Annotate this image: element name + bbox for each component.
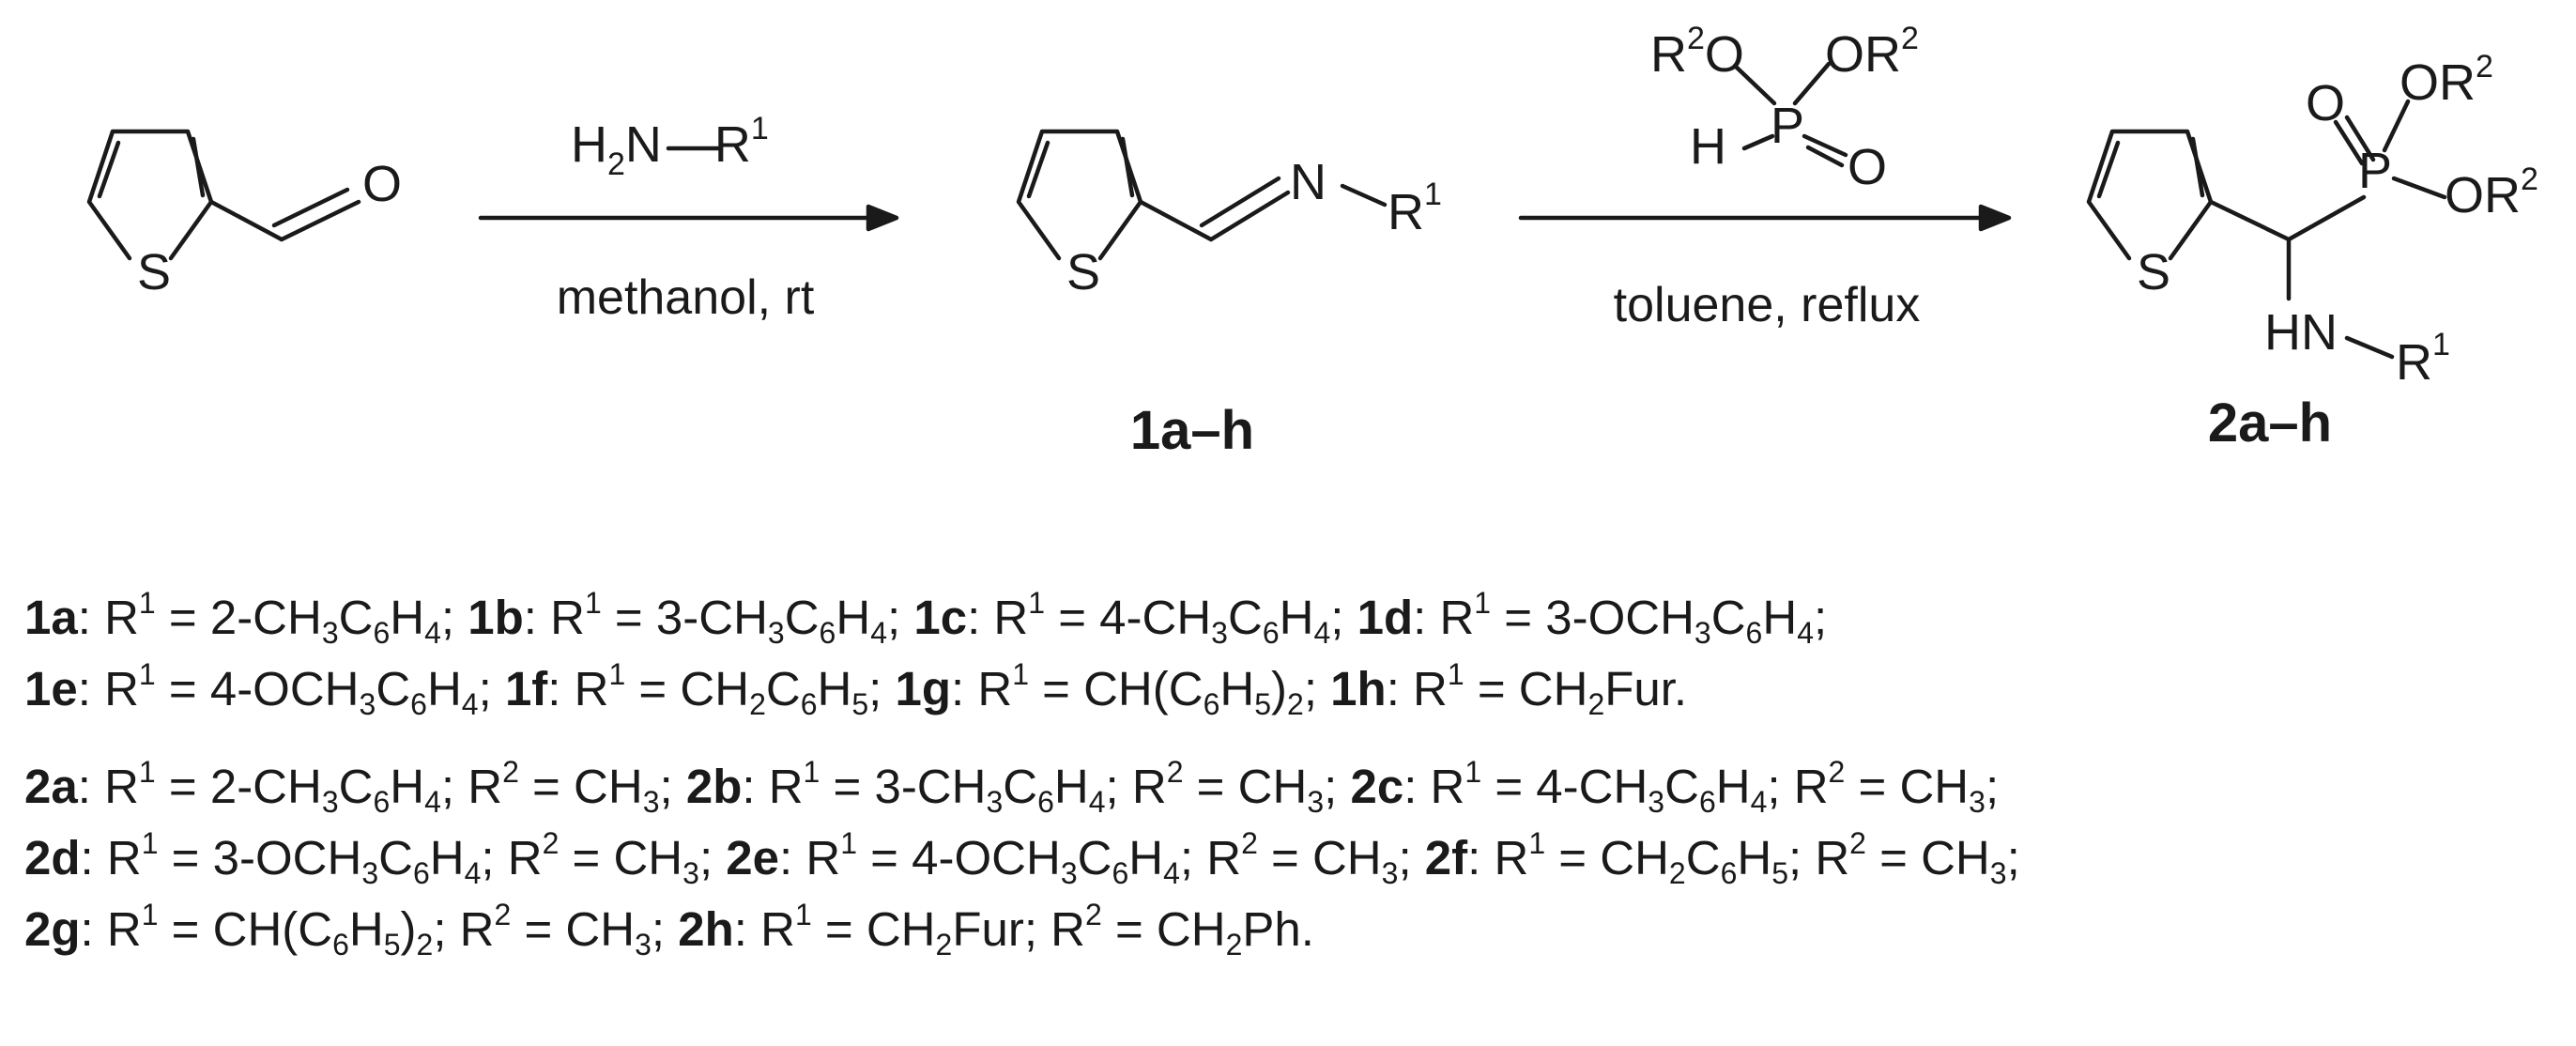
substituent-text: : R1 = 3-OCH3C6H4;: [1413, 586, 1828, 650]
legend-entry-1b: 1b: R1 = 3-CH3C6H4;: [468, 586, 901, 650]
legend-entry-1g: 1g: R1 = CH(C6H5)2;: [895, 657, 1317, 721]
substituent-text: : R1 = 3-OCH3C6H4; R2 = CH3;: [80, 826, 713, 890]
conditions-1: methanol, rt: [557, 270, 815, 325]
conditions-2: toluene, reflux: [1614, 278, 1921, 332]
legend-entry-2e: 2e: R1 = 4-OCH3C6H4; R2 = CH3;: [726, 826, 1412, 890]
reaction-arrow-1: [478, 204, 899, 232]
aldehyde-structure: [86, 129, 361, 261]
compound-id: 2d: [24, 831, 81, 884]
phosphite-p-label: P: [1771, 98, 1804, 154]
compound-id: 1h: [1330, 662, 1387, 715]
legend-entry-1h: 1h: R1 = CH2Fur.: [1330, 657, 1688, 721]
substituent-text: : R1 = CH2C6H5;: [547, 657, 882, 721]
phosphite-o-label: O: [1848, 139, 1887, 195]
substituent-text: : R1 = CH2Fur.: [1386, 657, 1688, 721]
substituent-text: : R1 = 3-CH3C6H4; R2 = CH3;: [742, 755, 1338, 819]
legend-entry-1d: 1d: R1 = 3-OCH3C6H4;: [1357, 586, 1828, 650]
phosphite-structure: [1732, 61, 1848, 168]
product-hn-label: HN: [2264, 304, 2338, 361]
legend-entry-2b: 2b: R1 = 3-CH3C6H4; R2 = CH3;: [685, 755, 1338, 819]
compound-id: 1a: [24, 591, 78, 644]
product-structure: [2086, 99, 2447, 360]
compound-id: 1e: [24, 662, 78, 715]
reaction-arrow-2: [1518, 204, 2012, 232]
substituent-text: : R1 = 4-CH3C6H4;: [967, 586, 1344, 650]
legend-entry-2c: 2c: R1 = 4-CH3C6H4; R2 = CH3;: [1350, 755, 2000, 819]
compound-id: 2g: [24, 902, 81, 956]
legend-line: 1e: R1 = 4-OCH3C6H4; 1f: R1 = CH2C6H5; 1…: [24, 654, 2559, 725]
compound-id: 1c: [913, 591, 968, 644]
legend-entry-1a: 1a: R1 = 2-CH3C6H4;: [24, 586, 455, 650]
legend-line: 2a: R1 = 2-CH3C6H4; R2 = CH3; 2b: R1 = 3…: [24, 751, 2559, 823]
substituent-text: : R1 = 4-OCH3C6H4;: [77, 657, 492, 721]
compound-id: 2h: [678, 902, 734, 956]
compound-id: 2b: [685, 760, 743, 813]
imine-r1-label: R1: [1388, 177, 1442, 240]
product-r1-label: R1: [2396, 327, 2450, 391]
substituent-text: : R1 = 2-CH3C6H4;: [77, 586, 455, 650]
product-o-label: O: [2306, 75, 2345, 131]
compound-id: 1d: [1357, 591, 1414, 644]
phosphite-r2o-left: R2O: [1650, 21, 1744, 83]
imine-n-label: N: [1290, 154, 1326, 210]
legend-line: 1a: R1 = 2-CH3C6H4; 1b: R1 = 3-CH3C6H4; …: [24, 582, 2559, 654]
substituent-text: : R1 = CH(C6H5)2;: [951, 657, 1317, 721]
substituent-text: : R1 = 2-CH3C6H4; R2 = CH3;: [77, 755, 673, 819]
aldehyde-o-label: O: [362, 156, 402, 212]
legend-entry-1e: 1e: R1 = 4-OCH3C6H4;: [24, 657, 492, 721]
compound-id: 2f: [1424, 831, 1468, 884]
product-or2-top: OR2: [2400, 49, 2493, 111]
substituent-text: : R1 = 3-CH3C6H4;: [523, 586, 901, 650]
aldehyde-s-label: S: [137, 244, 171, 300]
product-or2-right: OR2: [2445, 162, 2538, 223]
imine-structure: [1016, 129, 1388, 261]
legend-entry-2d: 2d: R1 = 3-OCH3C6H4; R2 = CH3;: [24, 826, 713, 890]
phosphite-h-label: H: [1690, 118, 1726, 175]
substituent-legend: 1a: R1 = 2-CH3C6H4; 1b : R1 = 3-CH3C6H4; …: [24, 582, 2559, 965]
compound-label-1: 1a–h: [1130, 400, 1254, 461]
compound-id: 2c: [1350, 760, 1404, 813]
substituent-text: : R1 = CH(C6H5)2; R2 = CH3;: [80, 898, 666, 961]
compound-label-2: 2a–h: [2208, 392, 2332, 454]
legend-entry-2g: 2g: R1 = CH(C6H5)2; R2 = CH3;: [24, 898, 666, 961]
compound-id: 1f: [504, 662, 548, 715]
substituent-text: : R1 = CH2C6H5; R2 = CH3;: [1467, 826, 2020, 890]
imine-s-label: S: [1066, 244, 1100, 300]
legend-entry-2a: 2a: R1 = 2-CH3C6H4; R2 = CH3;: [24, 755, 673, 819]
product-s-label: S: [2137, 244, 2170, 300]
compound-id: 1b: [468, 591, 524, 644]
phosphite-or2-right: OR2: [1825, 21, 1919, 83]
legend-entry-1f: 1f: R1 = CH2C6H5;: [504, 657, 882, 721]
legend-entry-1c: 1c: R1 = 4-CH3C6H4;: [913, 586, 1344, 650]
legend-line: 2g: R1 = CH(C6H5)2; R2 = CH3; 2h: R1 = C…: [24, 894, 2559, 965]
product-p-label: P: [2358, 143, 2392, 199]
legend-entry-2h: 2h: R1 = CH2Fur; R2 = CH2Ph.: [678, 898, 1314, 961]
compound-id: 2a: [24, 760, 78, 813]
substituent-text: : R1 = 4-OCH3C6H4; R2 = CH3;: [779, 826, 1412, 890]
compound-id: 2e: [726, 831, 780, 884]
substituent-text: : R1 = 4-CH3C6H4; R2 = CH3;: [1403, 755, 2000, 819]
legend-line: 2d: R1 = 3-OCH3C6H4; R2 = CH3; 2e: R1 = …: [24, 823, 2559, 894]
substituent-text: : R1 = CH2Fur; R2 = CH2Ph.: [733, 898, 1314, 961]
legend-entry-2f: 2f: R1 = CH2C6H5; R2 = CH3;: [1424, 826, 2020, 890]
compound-id: 1g: [895, 662, 952, 715]
